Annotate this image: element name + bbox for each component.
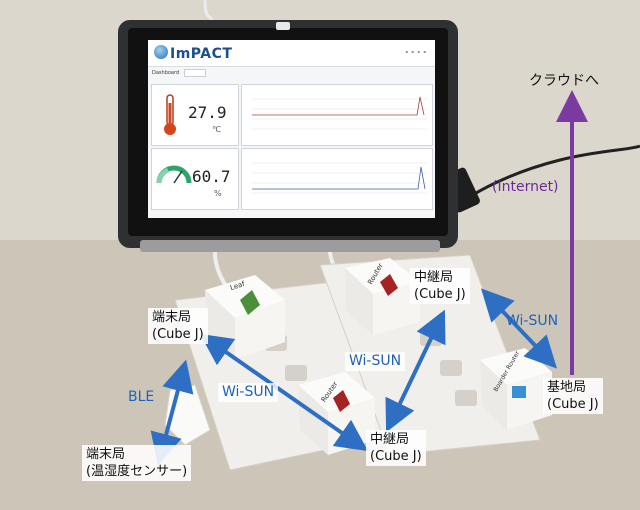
wisun-label-right: Wi-SUN [506,313,559,329]
terminal-leaf-label: 端末局 (Cube J) [148,308,208,344]
tablet-screen: ImPACT ▪ ▪ ▪ ▪ Dashboard 27.9 ℃ [148,40,435,218]
terminal-leaf-title: 端末局 [152,310,192,325]
app-header: ImPACT ▪ ▪ ▪ ▪ [148,40,435,67]
wisun-arrow-relay-relay [385,309,446,433]
relay-top-title: 中継局 [414,270,454,285]
breadcrumb[interactable]: Dashboard [152,70,180,76]
humidity-panel: 60.7 % [151,148,239,210]
humidity-gauge-icon [156,165,192,184]
wisun-arrow-base-relay [480,288,558,369]
terminal-leaf-sub: (Cube J) [152,327,204,342]
relay-bottom-title: 中継局 [370,432,410,447]
internet-label: (Internet) [492,179,559,195]
breadcrumb-tab[interactable] [184,69,206,77]
globe-icon [154,45,168,59]
base-station-sub: (Cube J) [547,397,599,412]
terminal-sensor-sub: (温湿度センサー) [86,464,188,479]
top-cable [203,0,214,21]
relay-bottom-sub: (Cube J) [370,449,422,464]
humidity-chart [241,148,433,210]
humidity-chart-plot [252,162,427,194]
relay-top-label: 中継局 (Cube J) [410,268,470,304]
temperature-unit: ℃ [212,125,221,134]
temperature-chart-plot [252,96,427,130]
temperature-chart [241,84,433,146]
terminal-sensor-label: 端末局 (温湿度センサー) [82,445,192,481]
humidity-value: 60.7 [192,167,231,186]
ble-arrow [150,359,194,466]
base-station-title: 基地局 [547,380,587,395]
tablet-hinge [140,240,440,252]
nav-dots: ▪ ▪ ▪ ▪ [405,49,427,54]
ble-label: BLE [128,389,155,405]
temperature-panel: 27.9 ℃ [151,84,239,146]
temperature-value: 27.9 [188,103,227,122]
wisun-label-middle: Wi-SUN [345,352,406,371]
terminal-sensor-title: 端末局 [86,447,126,462]
router-cube-top [345,258,420,335]
app-logo: ImPACT [170,46,233,62]
relay-top-sub: (Cube J) [414,287,466,302]
wisun-arrow-leaf-relay [199,333,369,452]
relay-bottom-label: 中継局 (Cube J) [366,430,426,466]
tablet-camera [276,22,290,30]
cloud-label: クラウドへ [529,73,599,89]
humidity-unit: % [214,189,222,198]
wisun-label-left: Wi-SUN [218,383,279,402]
thermometer-icon [164,94,176,135]
base-station-label: 基地局 (Cube J) [543,378,603,414]
